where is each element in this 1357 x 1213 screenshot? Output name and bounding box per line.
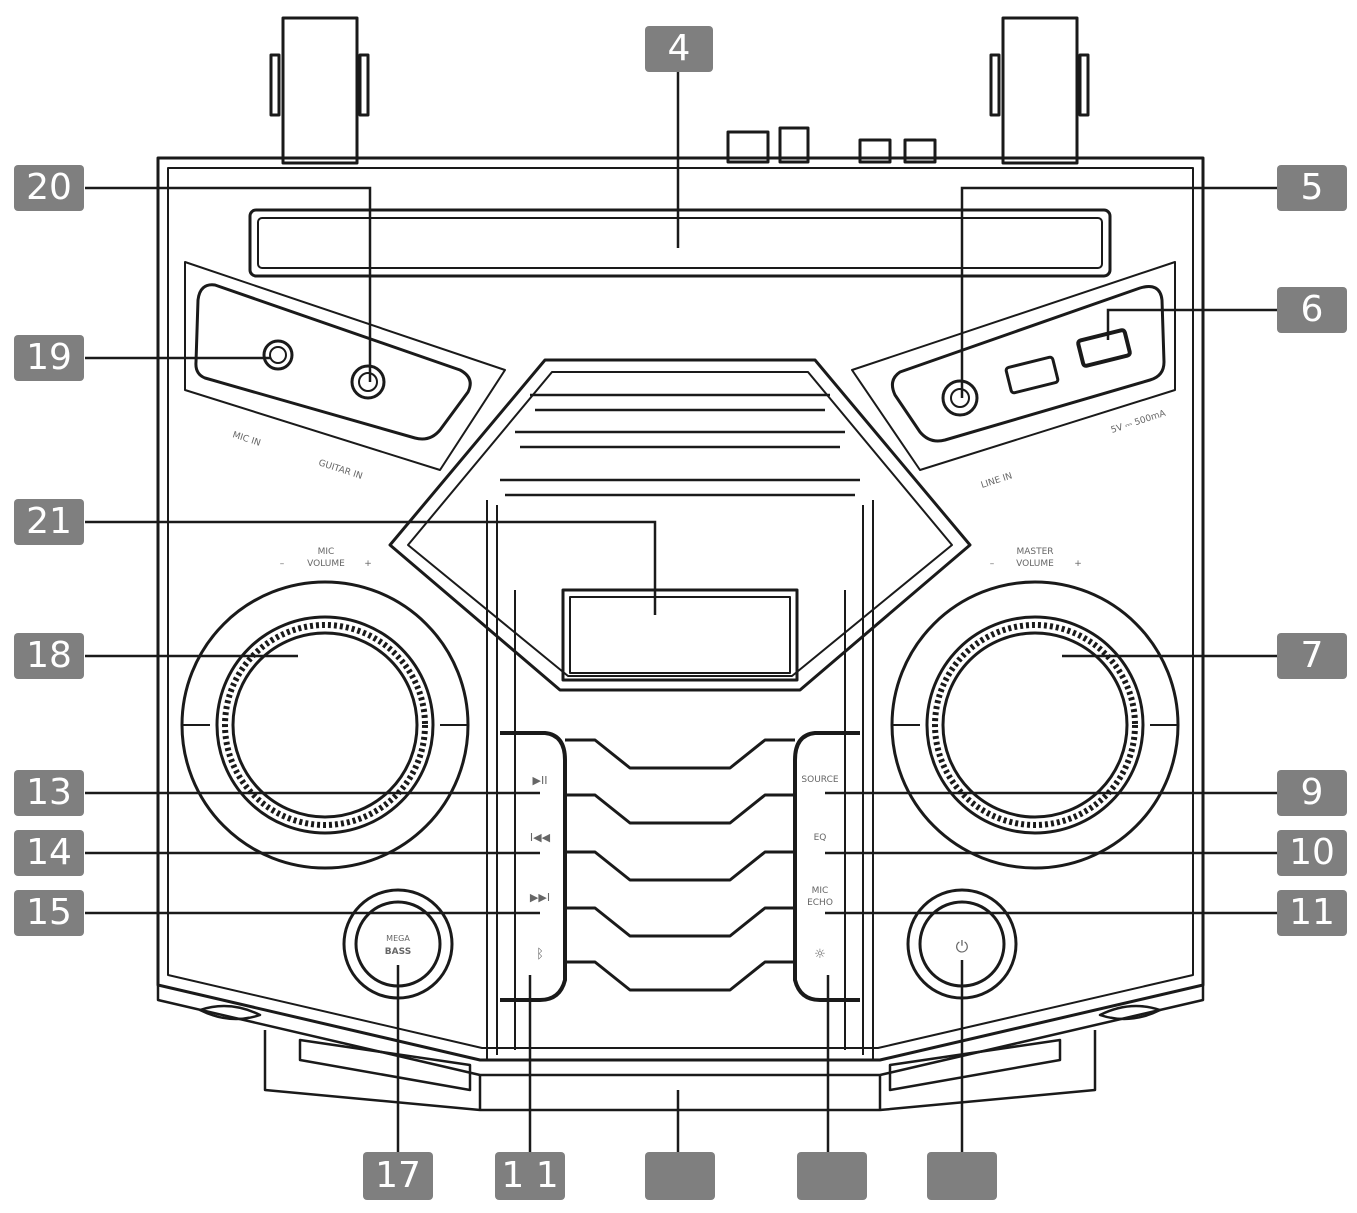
label-mega-bass-1: MEGA	[386, 934, 410, 943]
button-cluster	[500, 731, 860, 1002]
callout-bottom-2: 1 1	[495, 1152, 565, 1200]
light-icon: ☼	[814, 947, 826, 962]
callout-19: 19	[14, 335, 84, 381]
label-usb-power: 5V ⎓ 500mA	[1110, 409, 1168, 436]
input-panel-right	[851, 261, 1176, 471]
handle-left	[269, 16, 370, 165]
label-play-pause: ▶II	[533, 774, 548, 787]
callout-13: 13	[14, 770, 84, 816]
rear-connector-2	[778, 126, 810, 164]
label-mic-volume-1: MIC	[318, 547, 335, 557]
callout-20: 20	[14, 165, 84, 211]
cabinet-base	[156, 985, 1205, 1112]
callout-10: 10	[1277, 830, 1347, 876]
rear-connector-1	[726, 130, 770, 164]
label-master-plus: +	[1074, 559, 1082, 569]
label-mic-plus: +	[364, 559, 372, 569]
leader-lines	[85, 72, 1278, 1152]
label-guitar-in: GUITAR IN	[317, 458, 364, 482]
callout-9: 9	[1277, 770, 1347, 816]
callout-bottom-4	[797, 1152, 867, 1200]
guitar-in-jack[interactable]	[350, 364, 386, 400]
lcd-display	[561, 588, 799, 682]
eq-button[interactable]	[800, 825, 845, 865]
mic-volume-knob[interactable]	[180, 580, 470, 870]
usb-slot[interactable]	[1004, 355, 1060, 395]
label-mega-bass-2: BASS	[385, 947, 411, 957]
line-in-jack[interactable]	[941, 379, 979, 417]
label-master-minus: –	[990, 559, 995, 569]
label-next: ▶▶I	[530, 891, 550, 904]
label-source: SOURCE	[801, 775, 838, 785]
top-handle-slot	[248, 208, 1112, 278]
label-mic-volume-2: VOLUME	[307, 559, 345, 569]
center-frame	[388, 358, 972, 692]
callout-7: 7	[1277, 633, 1347, 679]
label-mic-echo-1: MIC	[812, 886, 829, 896]
vent-slats	[500, 393, 860, 497]
power-icon: ⏻	[956, 937, 969, 956]
master-volume-knob[interactable]	[890, 580, 1180, 870]
callout-21: 21	[14, 499, 84, 545]
callout-bottom-5	[927, 1152, 997, 1200]
callout-15: 15	[14, 890, 84, 936]
label-line-in: LINE IN	[980, 471, 1014, 491]
cabinet-body	[156, 156, 1205, 1062]
callout-11: 11	[1277, 890, 1347, 936]
callout-6: 6	[1277, 287, 1347, 333]
rear-connector-4	[903, 138, 937, 164]
label-master-volume-2: VOLUME	[1016, 559, 1054, 569]
callout-4: 4	[645, 26, 713, 72]
callout-5: 5	[1277, 165, 1347, 211]
handle-right	[989, 16, 1090, 165]
rear-connector-3	[858, 138, 892, 164]
bluetooth-icon: ᛒ	[536, 947, 544, 962]
callout-bottom-3	[645, 1152, 715, 1200]
callout-14: 14	[14, 830, 84, 876]
label-mic-minus: –	[280, 559, 285, 569]
label-master-volume-1: MASTER	[1016, 547, 1053, 557]
input-panel-left	[184, 261, 506, 471]
label-mic-echo-2: ECHO	[807, 898, 833, 908]
mic-in-jack[interactable]	[262, 339, 294, 371]
usb-port[interactable]	[1076, 328, 1132, 368]
label-mic-in: MIC IN	[231, 430, 262, 448]
label-previous: I◀◀	[530, 831, 551, 844]
callout-17: 17	[363, 1152, 433, 1200]
callout-18: 18	[14, 633, 84, 679]
label-eq: EQ	[814, 833, 827, 843]
